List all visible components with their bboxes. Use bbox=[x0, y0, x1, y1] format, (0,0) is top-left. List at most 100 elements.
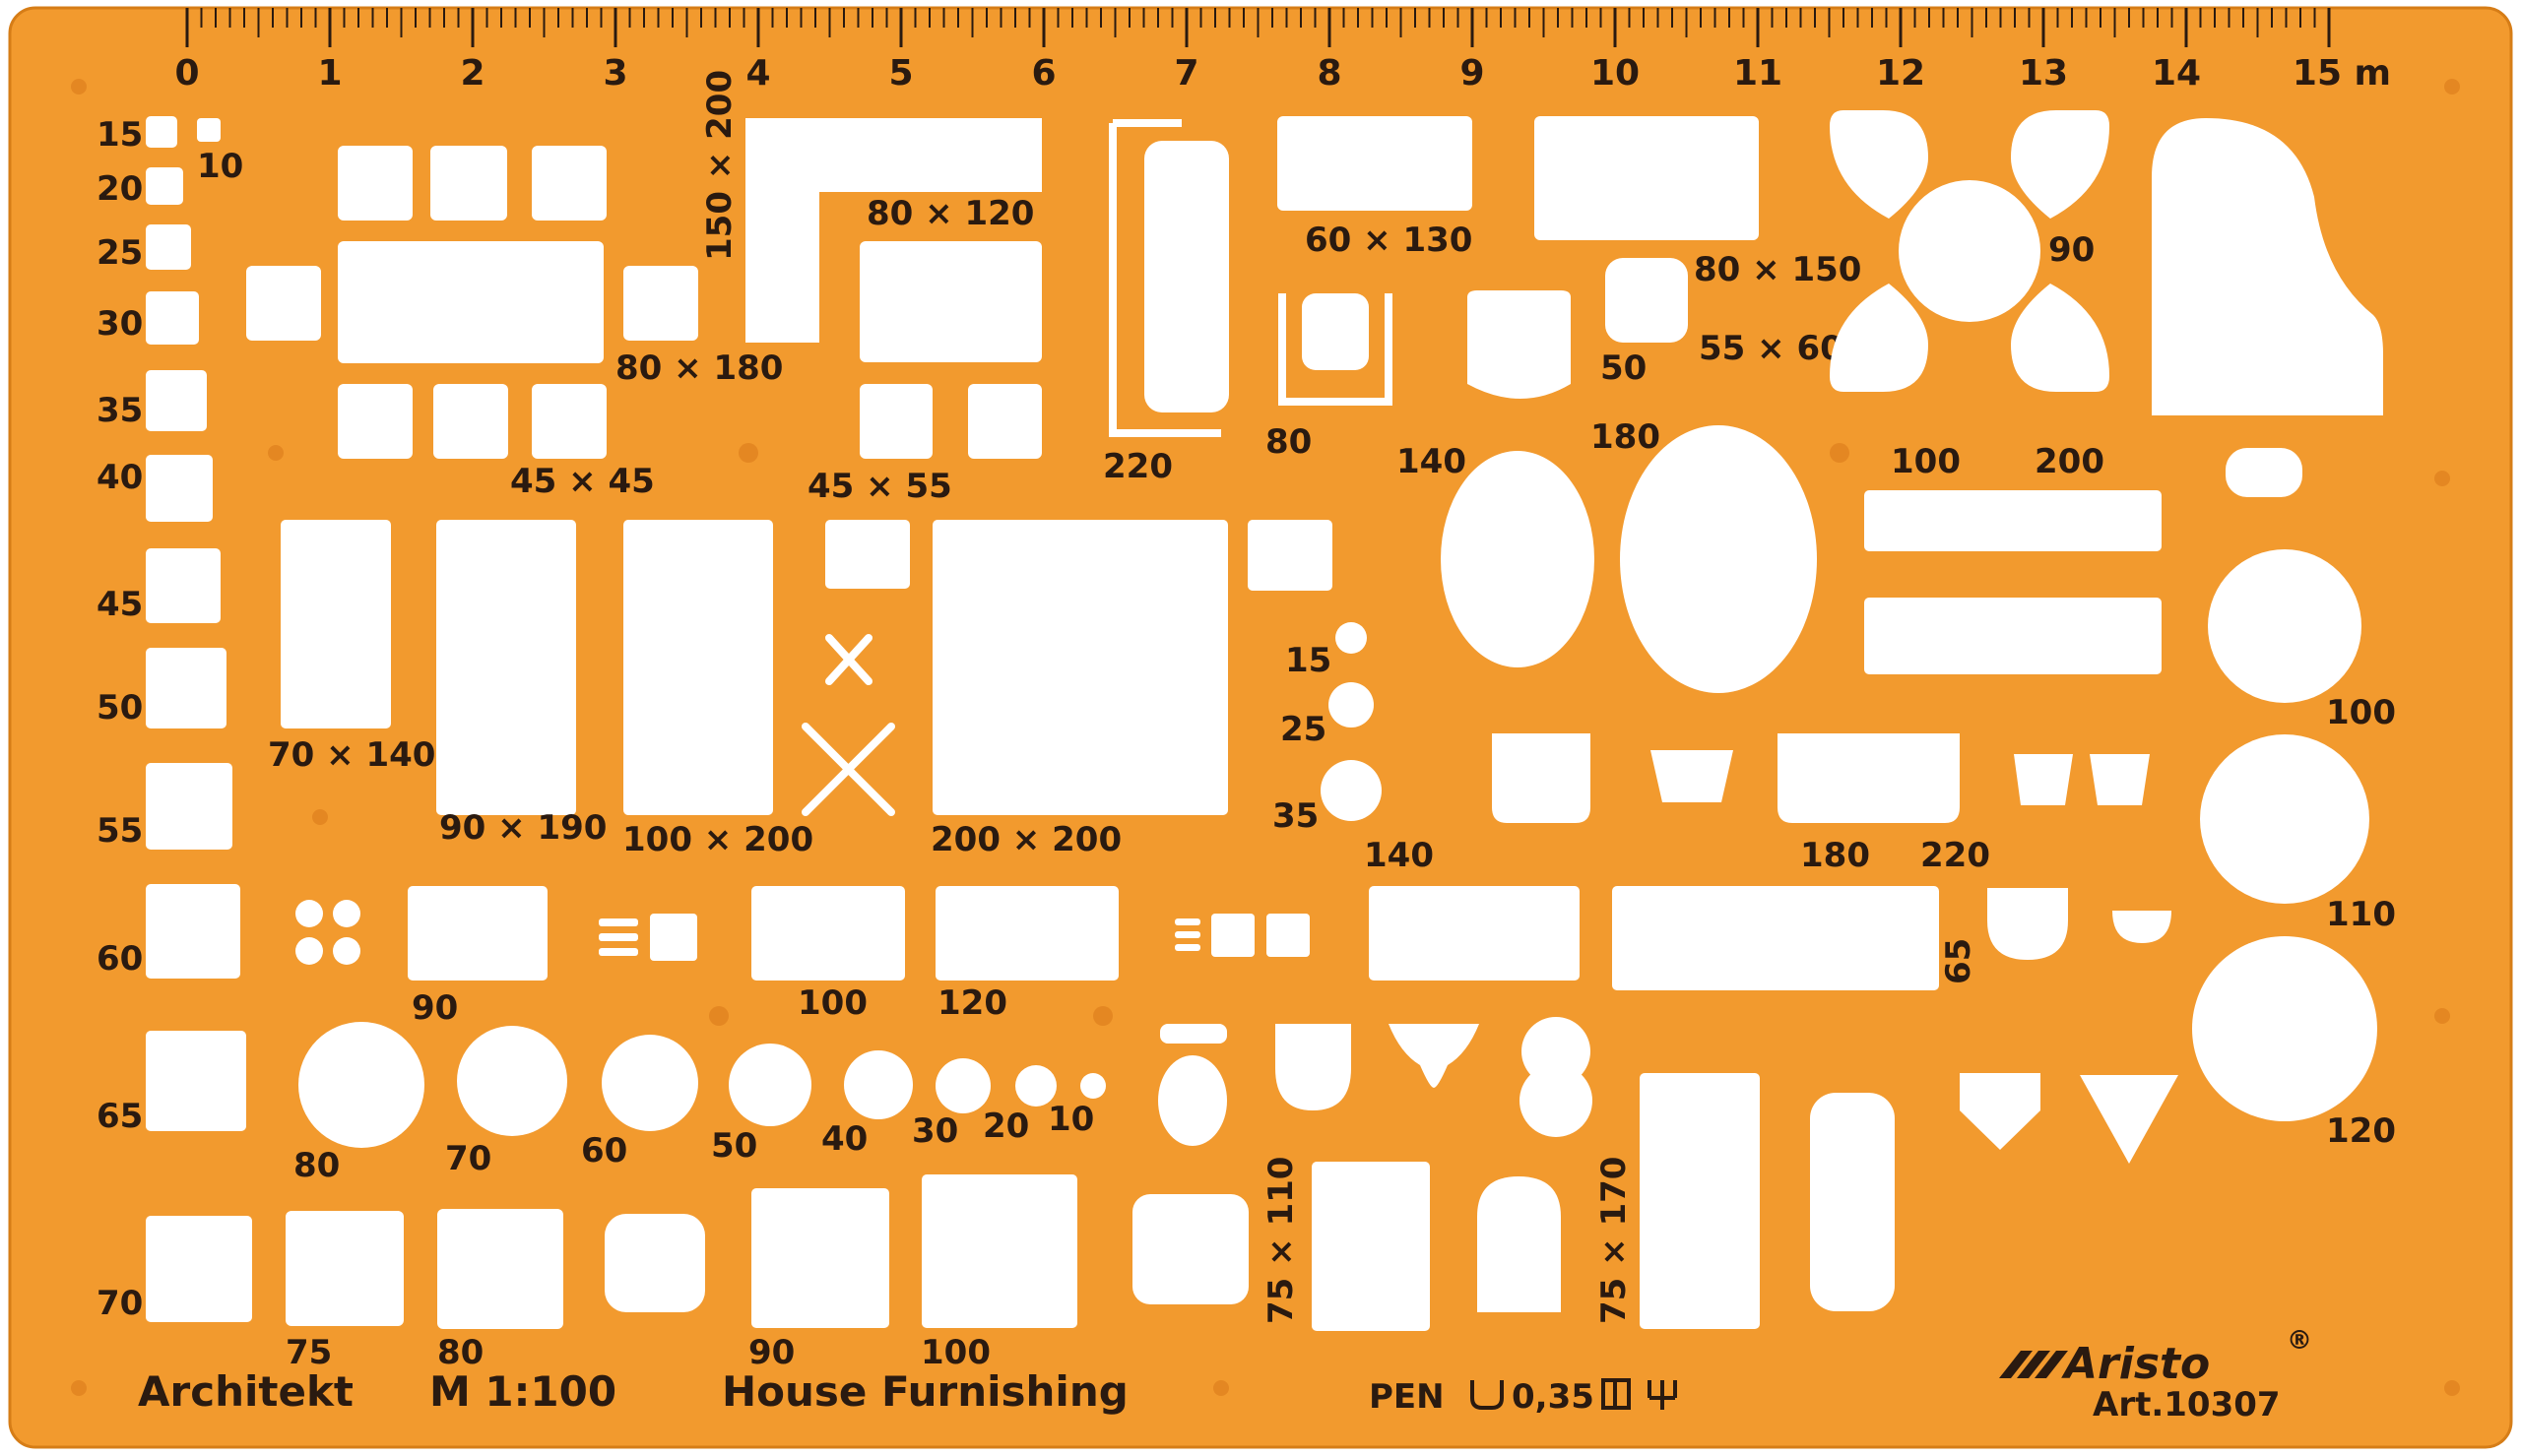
label-220: 220 bbox=[1103, 447, 1173, 486]
label-c15: 15 bbox=[1285, 641, 1331, 680]
oval-table-180 bbox=[1620, 425, 1817, 693]
cabinet-90 bbox=[408, 886, 548, 981]
ruler-number: 7 bbox=[1174, 53, 1198, 94]
ruler-number: 8 bbox=[1317, 53, 1341, 94]
toilet-a bbox=[1158, 1024, 1227, 1146]
left-scale-label: 65 bbox=[97, 1097, 143, 1136]
cut-75x110 bbox=[1312, 1162, 1430, 1331]
footer-article: Art.10307 bbox=[2093, 1385, 2281, 1424]
label-140b: 140 bbox=[1364, 836, 1434, 875]
label-r120: 120 bbox=[2326, 1111, 2396, 1151]
pen-symbols-icon bbox=[1601, 1378, 1677, 1410]
label-circ40: 40 bbox=[821, 1119, 868, 1159]
square-80 bbox=[437, 1209, 563, 1329]
ruler-number: 11 bbox=[1733, 53, 1782, 94]
round-tables bbox=[298, 1022, 1106, 1148]
washbasin bbox=[1389, 1024, 1479, 1088]
label-100x200: 100 × 200 bbox=[622, 820, 813, 859]
cut-60x130 bbox=[1277, 116, 1472, 211]
square-10-label: 10 bbox=[197, 147, 243, 186]
brand-name: Aristo bbox=[2061, 1339, 2210, 1389]
bidet bbox=[1519, 1017, 1592, 1137]
sofa-140 bbox=[1492, 733, 1590, 823]
toilet-b bbox=[1275, 1024, 1351, 1110]
square-30 bbox=[146, 291, 199, 345]
label-140: 140 bbox=[1396, 442, 1466, 481]
ruler-number: 3 bbox=[603, 53, 627, 94]
sink-unit-b bbox=[1175, 914, 1310, 957]
square-70 bbox=[146, 1216, 252, 1322]
label-80x150: 80 × 150 bbox=[1694, 250, 1861, 289]
left-scale-label: 20 bbox=[97, 169, 143, 209]
footer-title: Architekt bbox=[138, 1367, 354, 1416]
round-table-90 bbox=[1830, 110, 2109, 392]
ruler-number: 10 bbox=[1590, 53, 1640, 94]
label-180b: 180 bbox=[1800, 836, 1870, 875]
circle-35 bbox=[1321, 760, 1382, 821]
circle-100 bbox=[2208, 549, 2361, 703]
counter-200 bbox=[1864, 598, 2162, 674]
label-45x55: 45 × 55 bbox=[808, 467, 952, 506]
label-80x120: 80 × 120 bbox=[867, 194, 1034, 233]
ruler-number: 14 bbox=[2152, 53, 2201, 94]
left-scale-squares bbox=[146, 116, 252, 1322]
circle-15 bbox=[1335, 622, 1367, 654]
circle-110 bbox=[2200, 734, 2369, 904]
rounded-square-b bbox=[1132, 1194, 1249, 1304]
footer-pen-size: 0,35 bbox=[1512, 1377, 1594, 1417]
armchair-55x60 bbox=[1467, 290, 1571, 399]
rivets bbox=[71, 79, 2460, 1396]
ruler-number: 0 bbox=[174, 53, 199, 94]
label-circ50: 50 bbox=[711, 1126, 757, 1166]
cabinet-wide bbox=[1369, 886, 1580, 981]
label-t120: 120 bbox=[937, 983, 1007, 1023]
cabinet-120 bbox=[936, 886, 1119, 981]
label-s75: 75 bbox=[286, 1333, 332, 1372]
left-scale-label: 25 bbox=[97, 233, 143, 273]
ruler-number: 2 bbox=[460, 53, 485, 94]
brand-logo: Aristo ® bbox=[1999, 1326, 2312, 1389]
label-80: 80 bbox=[1265, 422, 1312, 462]
bed-200x200 bbox=[933, 520, 1228, 815]
label-75x170: 75 × 170 bbox=[1594, 1157, 1634, 1324]
ruler-number: 4 bbox=[745, 53, 770, 94]
sofa-180 bbox=[1650, 750, 1733, 802]
left-scale-label: 60 bbox=[97, 939, 143, 979]
left-scale-label: 35 bbox=[97, 391, 143, 430]
square-60 bbox=[146, 884, 240, 979]
oval-table-140 bbox=[1441, 451, 1594, 667]
label-220b: 220 bbox=[1920, 836, 1990, 875]
label-circ70: 70 bbox=[445, 1139, 491, 1178]
dining-set-80x180 bbox=[246, 146, 698, 459]
left-scale-label: 55 bbox=[97, 811, 143, 851]
square-55 bbox=[146, 763, 232, 850]
label-50: 50 bbox=[1600, 348, 1647, 388]
shower-arch bbox=[1477, 1176, 1561, 1312]
label-c35: 35 bbox=[1272, 796, 1319, 836]
basin-a bbox=[1987, 888, 2068, 960]
label-circ20: 20 bbox=[983, 1107, 1029, 1146]
square-40 bbox=[146, 455, 213, 522]
bed-70x140 bbox=[281, 520, 391, 728]
small-rect-b bbox=[1248, 520, 1332, 591]
label-70x140: 70 × 140 bbox=[268, 735, 435, 775]
grand-piano bbox=[2152, 118, 2383, 415]
label-90: 90 bbox=[2048, 230, 2095, 270]
label-t90: 90 bbox=[412, 988, 458, 1028]
label-60x130: 60 × 130 bbox=[1305, 221, 1472, 260]
label-200x200: 200 × 200 bbox=[931, 820, 1122, 859]
brand-mark: ® bbox=[2287, 1326, 2312, 1356]
bed-100x200 bbox=[623, 520, 773, 815]
cut-80x150 bbox=[1534, 116, 1759, 240]
triangle-down bbox=[2080, 1075, 2178, 1164]
small-rect-a bbox=[825, 520, 910, 589]
left-scale-label: 15 bbox=[97, 115, 143, 155]
left-scale-label: 40 bbox=[97, 458, 143, 497]
circle-25 bbox=[1328, 682, 1374, 728]
left-scale-label: 50 bbox=[97, 688, 143, 728]
label-100: 100 bbox=[1891, 442, 1961, 481]
label-45x45: 45 × 45 bbox=[510, 462, 655, 501]
shower-80 bbox=[1278, 293, 1392, 406]
